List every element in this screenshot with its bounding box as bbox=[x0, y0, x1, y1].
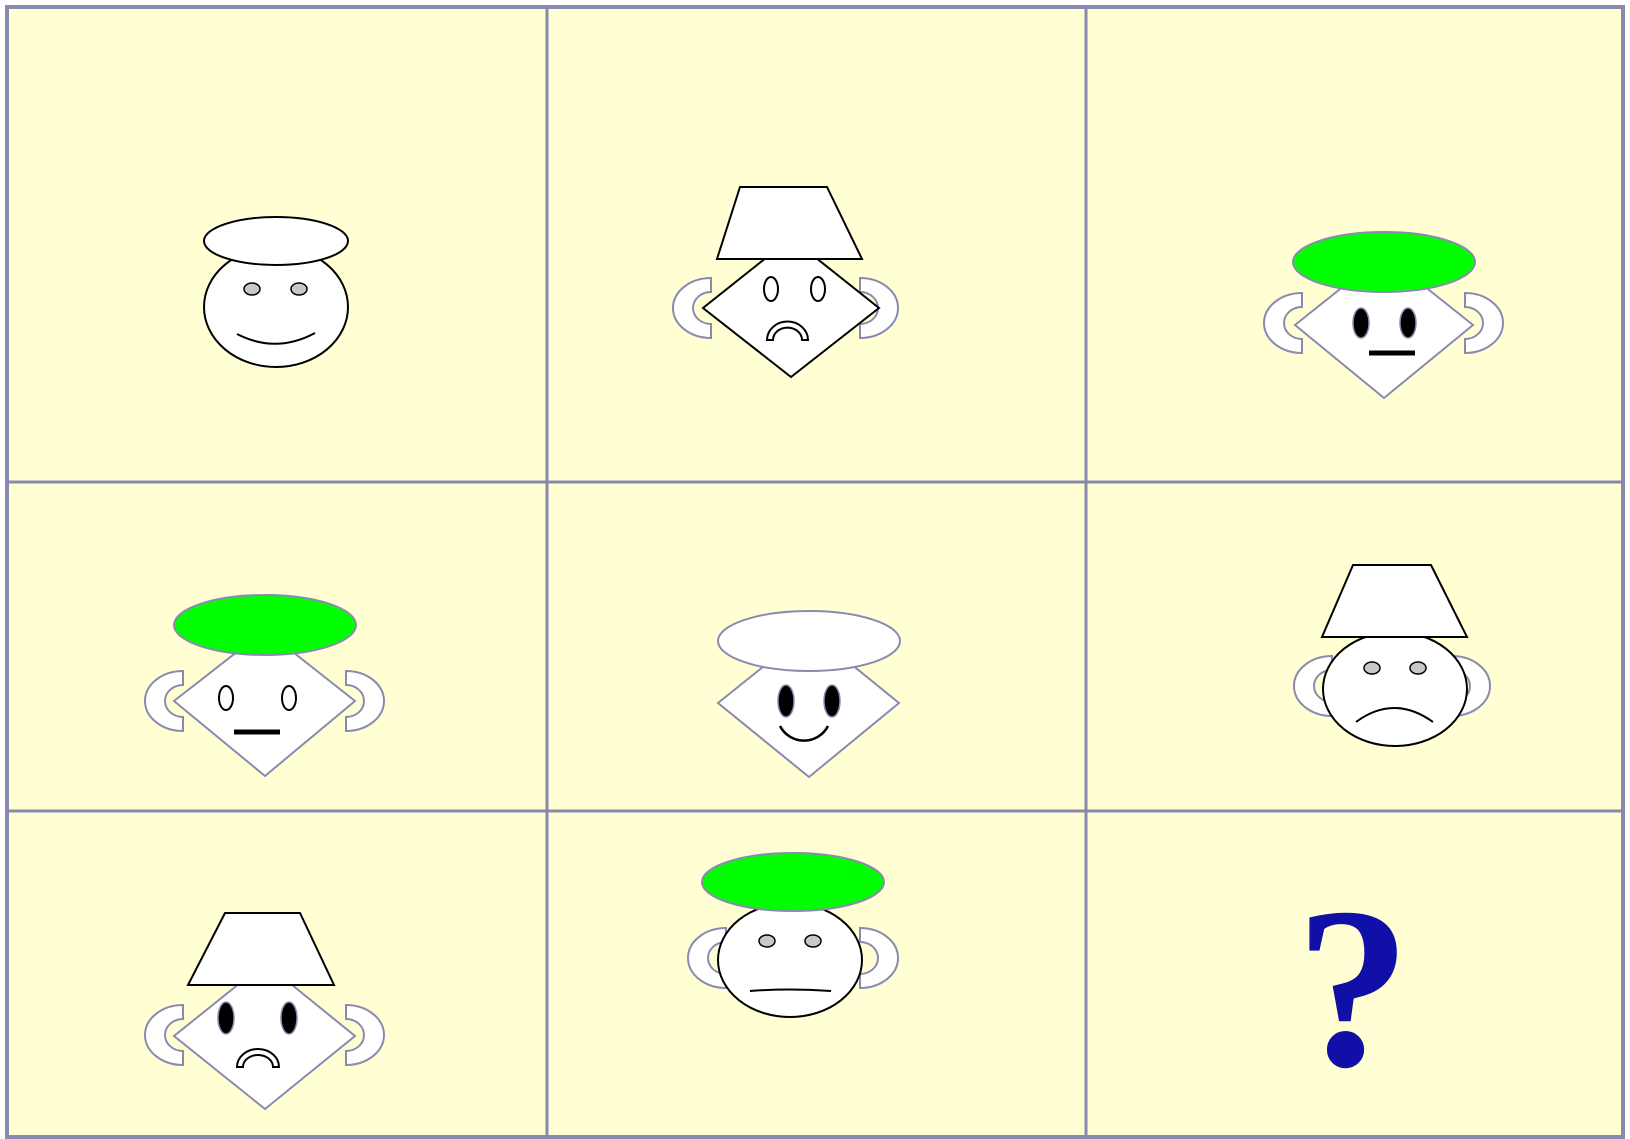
eye bbox=[759, 935, 775, 947]
white-oval-hat bbox=[204, 217, 348, 265]
eye bbox=[219, 686, 233, 710]
eye bbox=[1353, 308, 1369, 338]
question-mark: ? bbox=[1296, 860, 1411, 1115]
white-oval-hat bbox=[718, 611, 900, 671]
cell-1-face bbox=[204, 217, 348, 367]
round-face bbox=[718, 903, 862, 1017]
eye bbox=[282, 686, 296, 710]
eye bbox=[281, 1002, 297, 1034]
eye bbox=[1364, 662, 1380, 674]
eye bbox=[824, 685, 840, 717]
eye bbox=[764, 277, 778, 301]
eye bbox=[218, 1002, 234, 1034]
eye bbox=[1410, 662, 1426, 674]
green-oval-hat bbox=[702, 853, 884, 911]
eye bbox=[805, 935, 821, 947]
green-oval-hat bbox=[174, 595, 356, 655]
green-oval-hat bbox=[1293, 232, 1475, 292]
eye bbox=[811, 277, 825, 301]
eye bbox=[778, 685, 794, 717]
round-face bbox=[1323, 632, 1467, 746]
eye bbox=[291, 283, 307, 295]
eye bbox=[244, 283, 260, 295]
eye bbox=[1400, 308, 1416, 338]
